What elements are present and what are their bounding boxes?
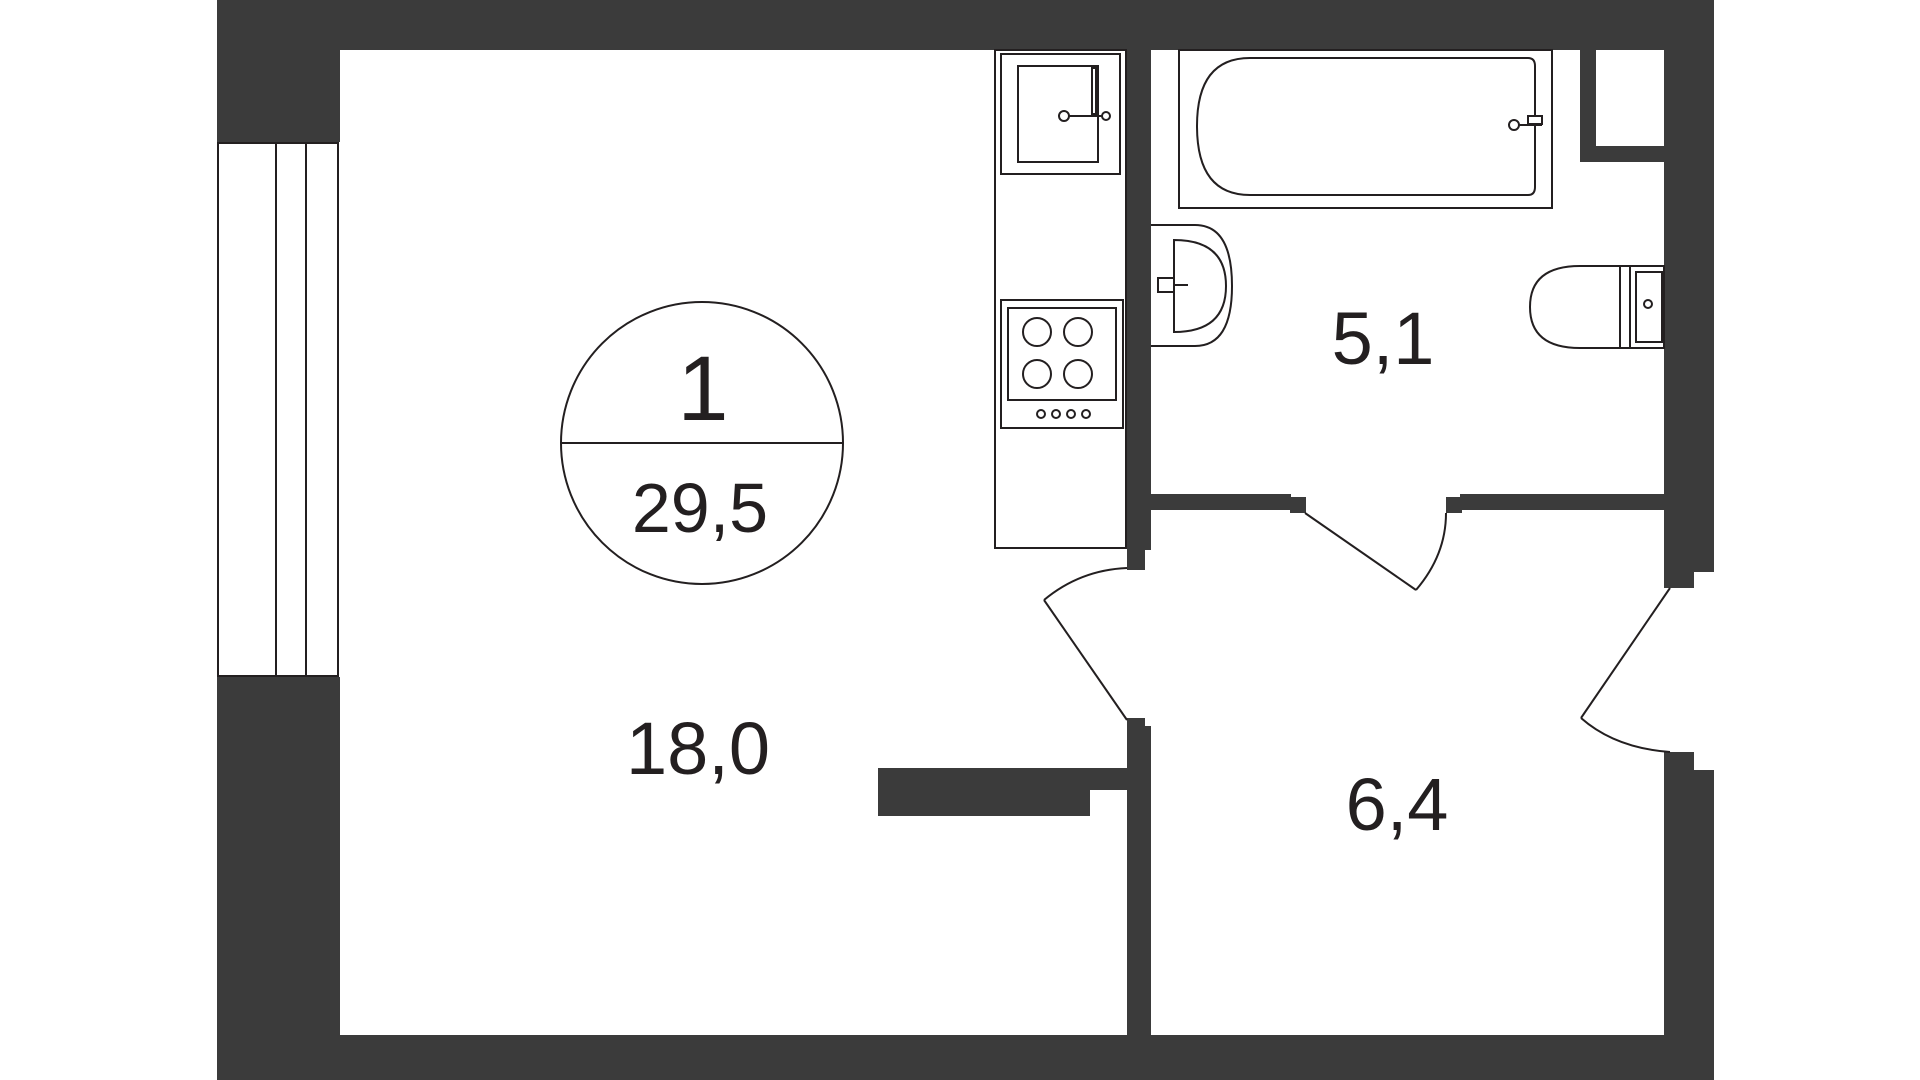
room-area-hallway: 6,4: [1346, 763, 1449, 846]
entrance-door: [1580, 587, 1671, 753]
room-area-bathroom: 5,1: [1332, 297, 1435, 380]
outer-walls: [217, 0, 1714, 1080]
window: [217, 142, 339, 677]
bathroom-door: [1304, 512, 1447, 591]
total-area: 29,5: [632, 469, 768, 547]
apartment-badge: 1 29,5: [560, 301, 844, 585]
kitchen-sink-icon: [1000, 53, 1121, 175]
interior-walls: [878, 50, 1694, 1036]
room-count: 1: [677, 338, 728, 440]
bathtub-icon: [1178, 49, 1553, 209]
washbasin-icon: [1151, 224, 1234, 347]
room-door: [1043, 567, 1128, 721]
room-area-main: 18,0: [626, 707, 770, 790]
stove-icon: [1000, 299, 1124, 429]
toilet-icon: [1528, 265, 1665, 349]
